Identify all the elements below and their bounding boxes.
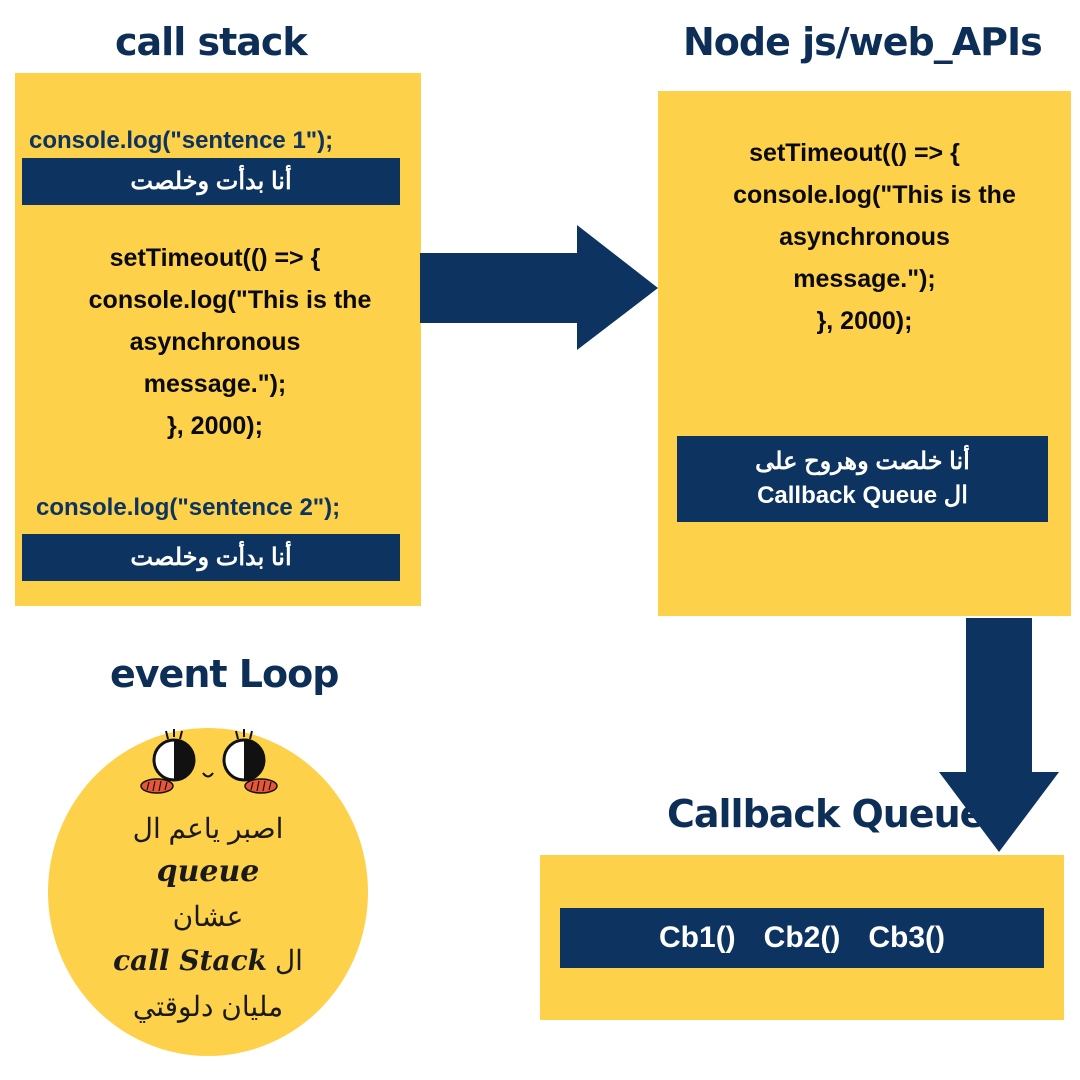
event-loop-line-4-arabic: ال bbox=[274, 945, 303, 976]
call-stack-note-1-text: أنا بدأت وخلصت bbox=[130, 168, 292, 195]
web-apis-timeout-code: setTimeout(() => { console.log("This is … bbox=[672, 132, 1057, 342]
call-stack-heading: call stack bbox=[115, 20, 308, 64]
web-apis-panel bbox=[658, 91, 1071, 616]
callback-item: Cb1() bbox=[659, 921, 736, 954]
event-loop-line-5: مليان دلوقتي bbox=[132, 991, 284, 1022]
code-line: }, 2000); bbox=[167, 412, 263, 440]
arrow-right-icon bbox=[420, 225, 658, 350]
blush-left-icon bbox=[140, 778, 174, 794]
callback-item: Cb3() bbox=[868, 921, 945, 954]
arrow-down-icon bbox=[939, 618, 1059, 852]
code-line: message."); bbox=[143, 370, 287, 398]
code-line: console.log("This is the bbox=[88, 286, 372, 314]
event-loop-line-2: queue bbox=[156, 854, 260, 889]
web-apis-note-line-1: أنا خلصت وهروح على bbox=[755, 448, 970, 475]
code-line: }, 2000); bbox=[816, 307, 913, 335]
callback-queue-heading: Callback Queue bbox=[667, 792, 985, 836]
node-apis-heading: Node js/web_APIs bbox=[683, 20, 1043, 64]
event-loop-heading: event Loop bbox=[110, 652, 339, 696]
call-stack-note-2-text: أنا بدأت وخلصت bbox=[130, 544, 292, 571]
blush-right-icon bbox=[244, 778, 278, 794]
call-stack-timeout-code: setTimeout(() => { console.log("This is … bbox=[25, 237, 405, 447]
web-apis-note-line-2: ال Callback Queue bbox=[757, 482, 968, 509]
event-loop-face bbox=[48, 728, 368, 1056]
event-loop-line-3: عشان bbox=[172, 901, 244, 932]
callback-item: Cb2() bbox=[763, 921, 841, 954]
event-loop-line-4-latin: call Stack bbox=[113, 944, 268, 977]
code-line: setTimeout(() => { bbox=[109, 244, 321, 272]
call-stack-note-2: أنا بدأت وخلصت bbox=[22, 534, 400, 581]
call-stack-note-1: أنا بدأت وخلصت bbox=[22, 158, 400, 205]
event-loop-line-1: اصبر ياعم ال bbox=[132, 813, 284, 844]
code-line: console.log("This is the bbox=[733, 181, 1016, 209]
code-line: message."); bbox=[793, 265, 936, 293]
code-line: asynchronous bbox=[129, 328, 301, 356]
face-eyes-icon bbox=[152, 729, 266, 782]
console-log-sentence-1: console.log("sentence 1"); bbox=[29, 127, 334, 154]
callback-queue-bar: Cb1() Cb2() Cb3() bbox=[560, 908, 1044, 968]
event-loop-line-4: call Stack ال bbox=[48, 944, 368, 977]
code-line: setTimeout(() => { bbox=[749, 139, 960, 167]
console-log-sentence-2: console.log("sentence 2"); bbox=[36, 494, 341, 521]
code-line: asynchronous bbox=[779, 223, 950, 251]
web-apis-note: أنا خلصت وهروح على ال Callback Queue bbox=[677, 436, 1048, 522]
